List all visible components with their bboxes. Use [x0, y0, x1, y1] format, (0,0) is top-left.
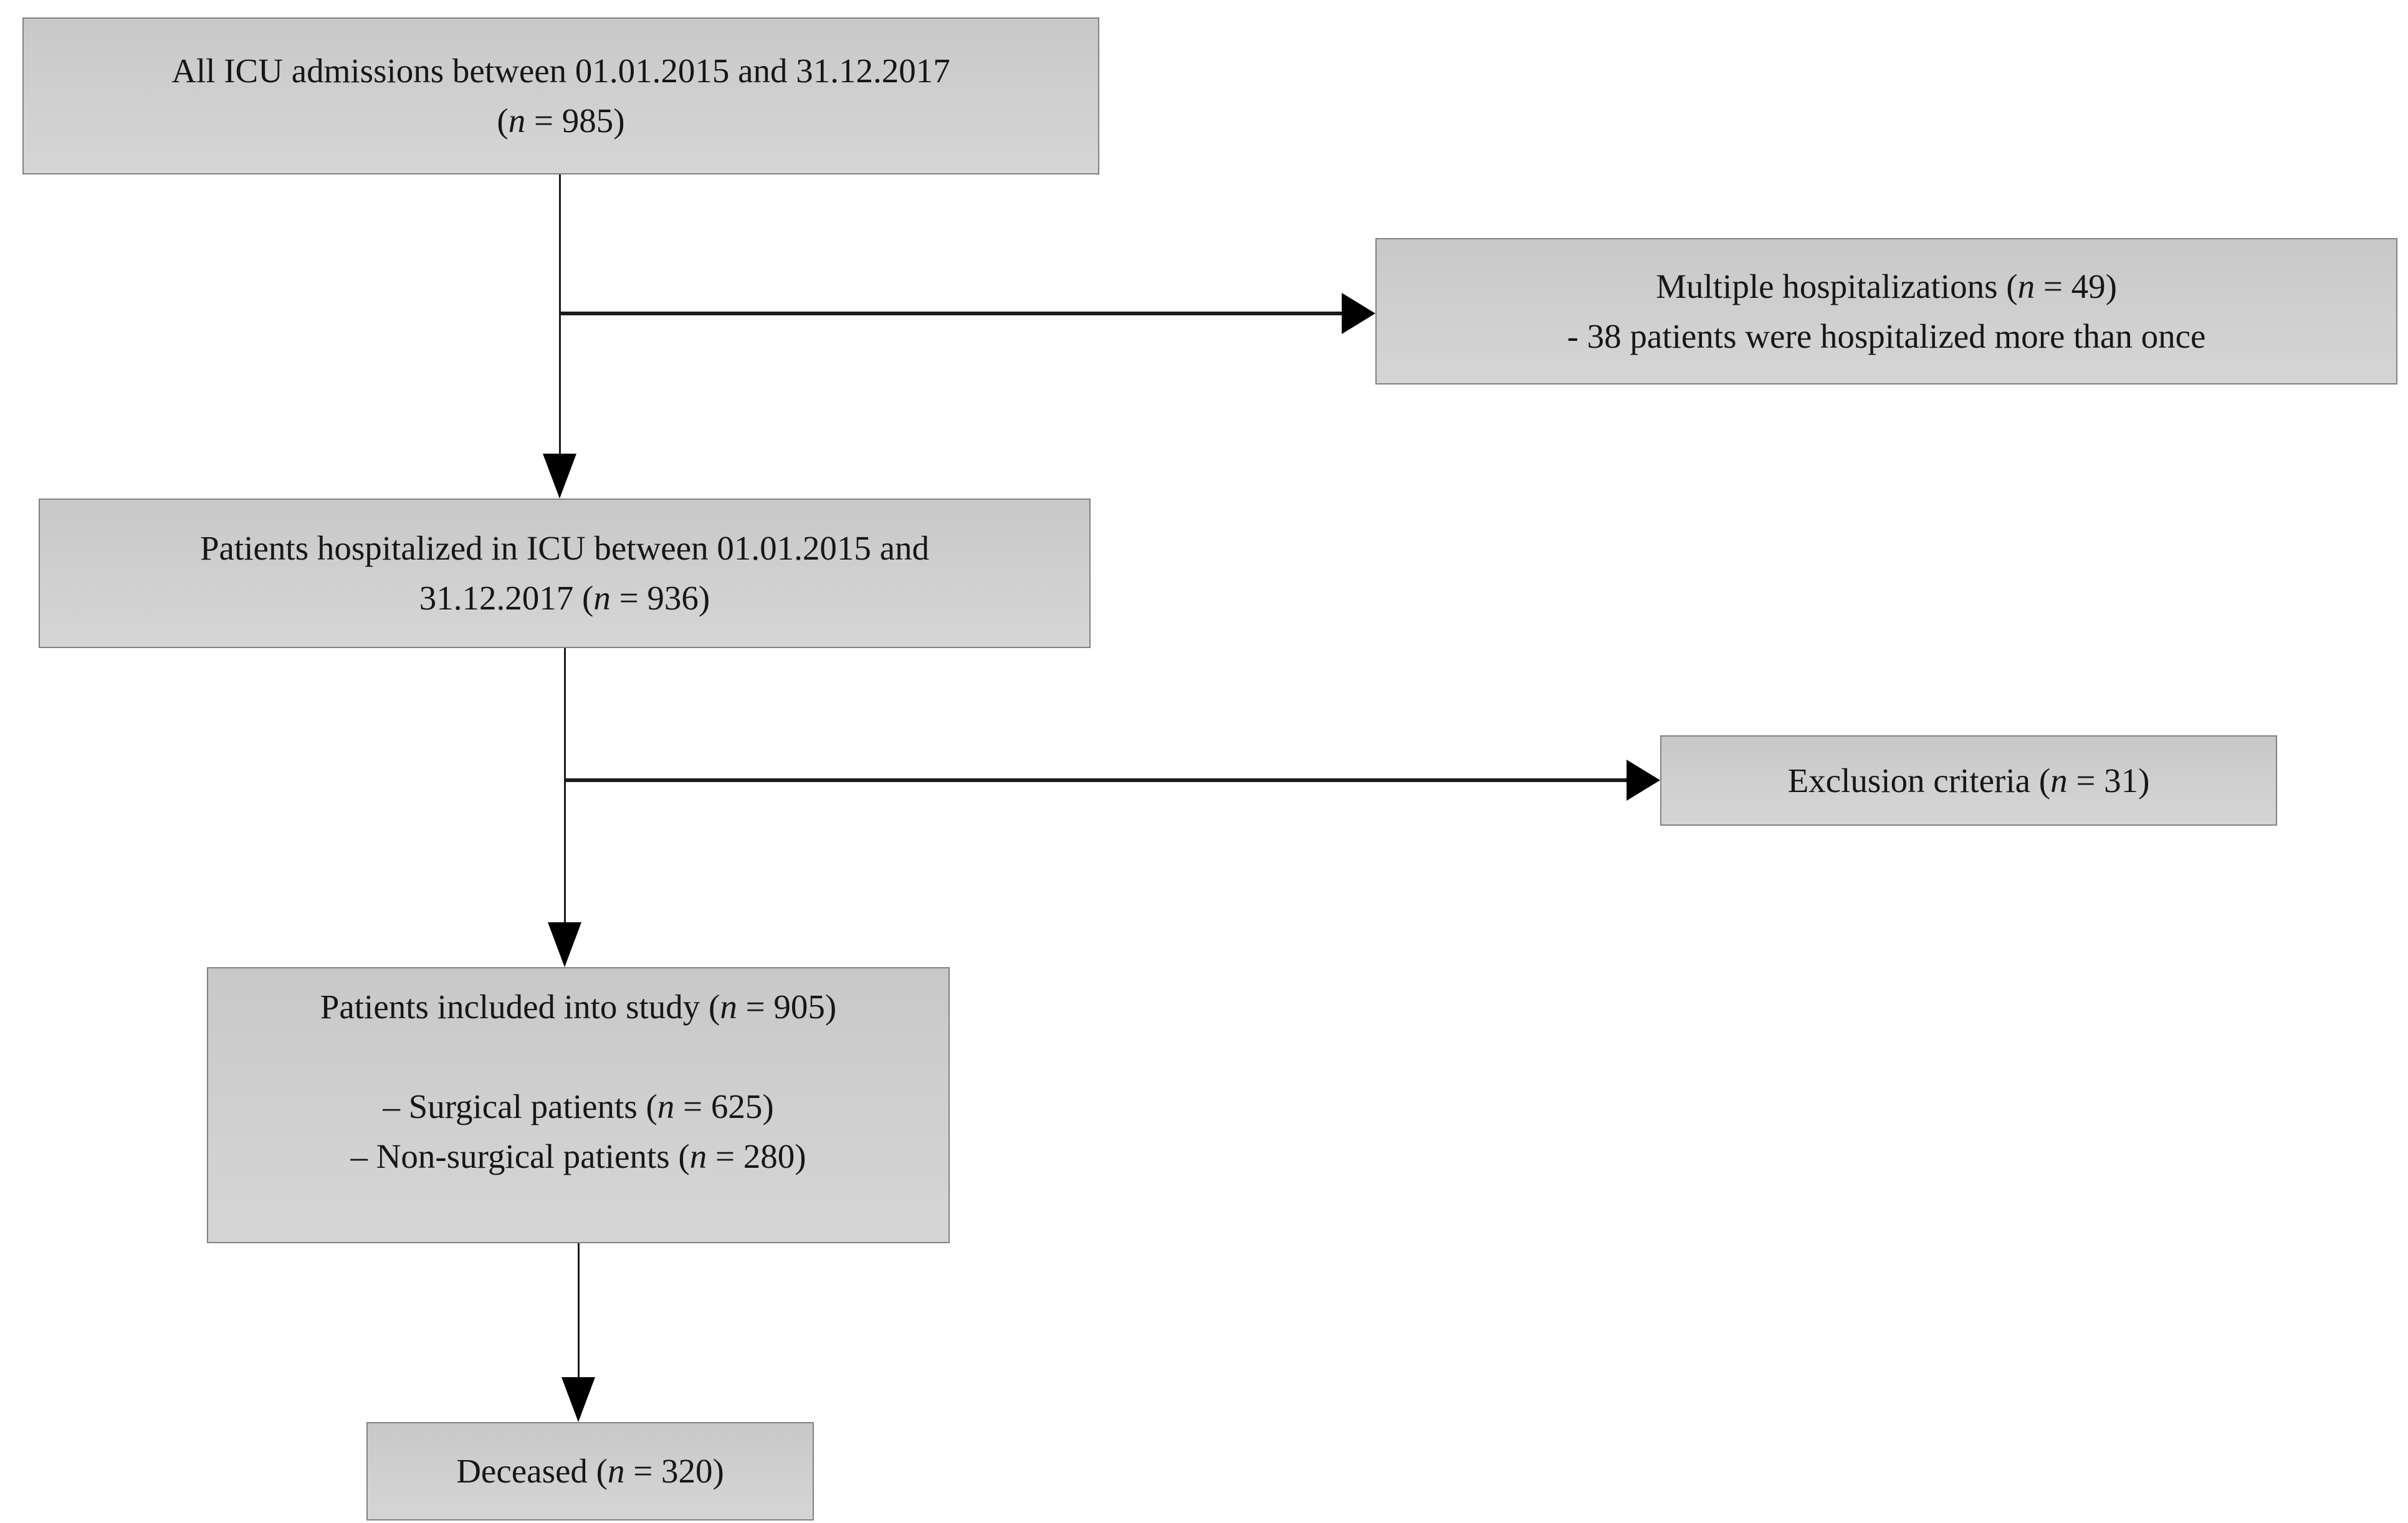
text-segment: – Surgical patients (: [383, 1087, 657, 1125]
text-segment: = 280): [707, 1137, 806, 1175]
text-segment: Deceased (: [456, 1452, 608, 1490]
text-line: Multiple hospitalizations (n = 49): [1377, 262, 2396, 312]
text-line: Exclusion criteria (n = 31): [1661, 756, 2276, 806]
text-line: - 38 patients were hospitalized more tha…: [1377, 312, 2396, 361]
connector-branch-multiple: [560, 312, 1342, 315]
text-segment: 31.12.2017 (: [419, 579, 594, 617]
box-deceased: Deceased (n = 320): [366, 1422, 814, 1521]
text-line: Patients hospitalized in ICU between 01.…: [40, 523, 1089, 573]
right-arrowhead-exclusion: [1627, 760, 1660, 801]
italic-n: n: [720, 988, 737, 1026]
text-line: Patients included into study (n = 905): [208, 982, 948, 1032]
text-segment: = 936): [610, 579, 710, 617]
connector-branch-exclusion: [565, 778, 1629, 782]
italic-n: n: [689, 1137, 707, 1175]
blank-line: [208, 1032, 948, 1082]
text-segment: - 38 patients were hospitalized more tha…: [1567, 317, 2206, 355]
text-segment: Multiple hospitalizations (: [1656, 267, 2018, 305]
box-all-icu-admissions: All ICU admissions between 01.01.2015 an…: [22, 17, 1099, 174]
text-segment: = 31): [2067, 761, 2150, 800]
box-multiple-hospitalizations: Multiple hospitalizations (n = 49) - 38 …: [1375, 238, 2397, 384]
text-line: (n = 985): [24, 96, 1098, 146]
italic-n: n: [508, 102, 526, 140]
text-segment: (: [497, 102, 509, 140]
italic-n: n: [2017, 267, 2035, 305]
connector-vertical-1: [559, 174, 561, 456]
text-line: All ICU admissions between 01.01.2015 an…: [24, 46, 1098, 96]
text-segment: – Non-surgical patients (: [350, 1137, 690, 1175]
text-line: Deceased (n = 320): [368, 1446, 813, 1496]
text-segment: = 985): [525, 102, 625, 140]
box-patients-included: Patients included into study (n = 905) –…: [207, 967, 950, 1243]
down-arrowhead-deceased: [561, 1377, 595, 1422]
text-segment: = 905): [737, 988, 837, 1026]
text-line: – Surgical patients (n = 625): [208, 1082, 948, 1132]
italic-n: n: [593, 579, 611, 617]
right-arrowhead-multiple: [1342, 293, 1375, 334]
text-segment: = 320): [624, 1452, 724, 1490]
connector-vertical-3: [578, 1243, 580, 1378]
text-segment: Exclusion criteria (: [1787, 761, 2051, 800]
italic-n: n: [2050, 761, 2068, 800]
box-patients-hospitalized: Patients hospitalized in ICU between 01.…: [39, 499, 1091, 648]
box-exclusion-criteria: Exclusion criteria (n = 31): [1660, 735, 2277, 826]
text-segment: All ICU admissions between 01.01.2015 an…: [171, 52, 950, 90]
text-line: 31.12.2017 (n = 936): [40, 573, 1089, 623]
connector-vertical-2: [564, 648, 566, 924]
text-segment: Patients hospitalized in ICU between 01.…: [199, 529, 930, 567]
text-segment: = 49): [2035, 267, 2117, 305]
text-segment: = 625): [674, 1087, 774, 1125]
text-segment: Patients included into study (: [320, 988, 720, 1026]
italic-n: n: [657, 1087, 675, 1125]
italic-n: n: [607, 1452, 625, 1490]
down-arrowhead-hospitalized: [543, 454, 576, 499]
text-line: – Non-surgical patients (n = 280): [208, 1132, 948, 1182]
down-arrowhead-included: [548, 922, 581, 967]
